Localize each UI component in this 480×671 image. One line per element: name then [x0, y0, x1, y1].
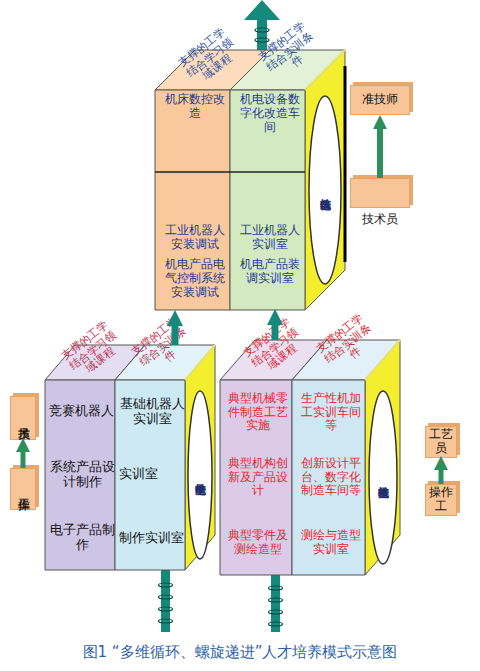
course-cell: 典型零件及测绘造型 — [220, 510, 292, 575]
front-face — [45, 380, 115, 570]
flow-arrow — [377, 129, 383, 178]
skill-oval: 学生机械技能培养 — [368, 390, 398, 565]
facility-cell: 机电设备数字化改造车间 — [230, 90, 305, 172]
facility-cell: 基础机器人实训室 — [115, 380, 185, 443]
cell-text: 创新设计平台、数字化制造车间等 — [296, 457, 365, 498]
ring-band — [269, 610, 283, 614]
cell-text: 竞赛机器人 — [49, 404, 114, 419]
edge-layer — [23, 129, 441, 484]
ring-band — [159, 595, 173, 599]
front-face — [230, 90, 305, 310]
skill-cube: 支撑的工学结合学习领域课程支撑的工学结合实训条件典型机械零件制造工艺实施生产性机… — [220, 340, 400, 575]
cell-text: 工业机器人安装调试 — [159, 224, 230, 252]
ring-band — [269, 598, 283, 602]
ring-band — [159, 619, 173, 623]
cell-text: 典型机械零件制造工艺实施 — [224, 392, 292, 433]
role-box: 工艺员 — [425, 426, 457, 458]
lower-rod — [269, 573, 283, 632]
arrow-head — [244, 0, 280, 20]
cell-text: 机电设备数字化改造车间 — [234, 93, 305, 134]
facility-cell: 实训室 — [115, 443, 185, 506]
facility-cell: 生产性机加工实训车间等 — [292, 380, 365, 445]
role-label: 技术员 — [351, 213, 409, 227]
course-cell: 典型机械零件制造工艺实施 — [220, 380, 292, 445]
flow-arrow — [439, 470, 444, 484]
skill-oval: 机电综合技能培养 — [308, 95, 342, 285]
cell-text: 实训室 — [119, 467, 158, 482]
front-face — [115, 380, 185, 570]
cell-text: 机床数控改造 — [159, 93, 230, 121]
course-cell: 机床数控改造 — [155, 90, 230, 172]
oval-outline — [309, 96, 341, 284]
side-face — [365, 340, 400, 575]
facility-cell: 创新设计平台、数字化制造车间等 — [292, 445, 365, 510]
skill-oval: 学生电子技能培养 — [187, 390, 213, 560]
front-face — [155, 90, 230, 310]
skill-cube: 支撑的工学结合学习领域课程支撑的工学结合实训条件机床数控改造机电设备数字化改造车… — [155, 50, 345, 310]
lower-rod — [159, 568, 173, 632]
role-label: 操作工 — [426, 486, 456, 514]
role-box: 技术员 — [10, 396, 36, 440]
ring-band — [255, 28, 269, 32]
ring-band — [269, 586, 283, 590]
cell-text: 系统产品设计制作 — [49, 460, 115, 490]
ring-band — [255, 38, 269, 42]
role-box: 操作工 — [425, 484, 457, 516]
rod-shaft — [271, 573, 280, 632]
rod-shaft — [161, 568, 170, 632]
course-cell: 系统产品设计制作 — [45, 443, 115, 506]
facility-cell: 工业机器人实训室 — [230, 172, 305, 255]
skill-cube: 支撑的工学结合学习领域课程支撑的工学综合实训条件竞赛机器人基础机器人实训室系统产… — [45, 345, 215, 570]
front-face — [292, 380, 365, 575]
role-box: 操作工 — [10, 468, 36, 510]
flow-arrow — [172, 326, 179, 345]
side-face — [305, 50, 345, 310]
caption-text: 图1 “多维循环、螺旋递进”人才培养模式示意图 — [0, 643, 480, 662]
role-label: 准技师 — [362, 93, 398, 107]
cell-text: 典型机构创新及产品设计 — [224, 457, 292, 498]
ring-band — [159, 583, 173, 587]
course-cell: 典型机构创新及产品设计 — [220, 445, 292, 510]
role-box: 技术员 — [350, 178, 410, 208]
cell-text: 制作实训室 — [119, 531, 184, 546]
ring-band — [159, 607, 173, 611]
flow-arrow — [272, 325, 279, 340]
cell-text: 机电产品电气控制系统安装调试 — [159, 258, 230, 299]
side-face — [185, 345, 215, 570]
facility-cell: 测绘与造型实训室 — [292, 510, 365, 575]
cell-text: 典型零件及测绘造型 — [224, 529, 292, 557]
facility-cell: 机电产品装调实训室 — [230, 255, 305, 310]
oval-shape — [187, 390, 213, 560]
cell-text: 电子产品制作 — [49, 523, 115, 553]
divider-line — [344, 66, 347, 262]
facility-cell: 制作实训室 — [115, 506, 185, 570]
cell-text: 机电产品装调实训室 — [234, 258, 305, 286]
ring-band — [269, 622, 283, 626]
role-box: 准技师 — [350, 85, 410, 115]
oval-shape — [368, 390, 398, 565]
divider-line — [155, 171, 305, 173]
course-cell: 工业机器人安装调试 — [155, 172, 230, 255]
oval-outline — [188, 391, 212, 559]
role-label: 工艺员 — [426, 428, 456, 456]
flow-arrow — [21, 452, 26, 468]
oval-shape — [308, 95, 342, 285]
oval-outline — [369, 391, 397, 564]
cell-text: 生产性机加工实训车间等 — [296, 392, 365, 433]
cell-text: 工业机器人实训室 — [234, 224, 305, 252]
cube-edge — [185, 345, 215, 380]
cell-text: 基础机器人实训室 — [119, 397, 185, 427]
cell-text: 测绘与造型实训室 — [296, 529, 365, 557]
course-cell: 竞赛机器人 — [45, 380, 115, 443]
course-cell: 机电产品电气控制系统安装调试 — [155, 255, 230, 310]
front-face — [220, 380, 292, 575]
course-cell: 电子产品制作 — [45, 506, 115, 570]
